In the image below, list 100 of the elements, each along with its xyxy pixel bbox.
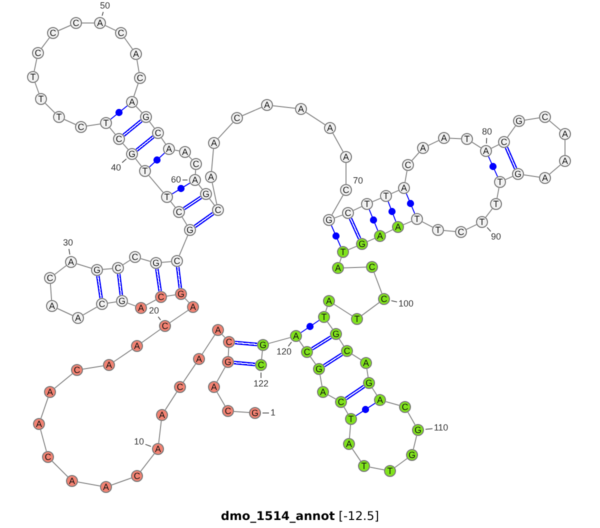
backbone-line [77,482,101,486]
position-number: 60 [171,176,181,184]
diagram-title: dmo_1514_annot [-12.5] [220,509,380,523]
base-letter: C [232,113,242,123]
base-letter: A [394,222,402,232]
base-letter: C [172,256,182,266]
base-letter: C [256,360,266,370]
base-pair-line [330,225,342,247]
backbone-line [306,112,326,126]
base-letter: C [214,205,222,215]
base-letter: G [151,258,160,268]
backbone-line [422,221,434,228]
base-letter: A [194,354,203,364]
position-number: 90 [491,232,501,242]
backbone-line [222,334,226,338]
base-letter: A [180,147,189,157]
backbone-line [361,302,380,316]
backbone-line [228,348,230,356]
base-letter: G [413,425,422,435]
backbone-line [194,170,196,174]
base-pair-line [344,384,366,400]
base-letter: C [400,402,410,412]
backbone-line [212,182,218,205]
base-letter: C [344,208,352,218]
backbone-line [348,246,357,250]
base-letter: T [434,225,442,235]
base-pair-line [172,182,190,194]
base-letter: C [132,471,142,481]
backbone-line [242,106,262,116]
base-letter: A [34,419,43,429]
base-pair-line [323,352,343,368]
base-letter: T [339,247,347,257]
base-letter: G [357,239,366,249]
backbone-line [82,365,104,370]
backbone-line [411,152,420,161]
position-number: 10 [134,438,144,446]
base-letter: A [74,313,82,323]
backbone-line [86,123,101,127]
base-letter: A [206,172,215,182]
backbone-line [107,301,117,304]
backbone-line [403,220,412,226]
base-letter: G [92,265,102,275]
backbone-line [127,302,136,306]
base-letter: T [413,214,421,224]
base-pair-line [116,274,124,296]
base-letter: A [48,301,56,311]
backbone-line [133,83,139,97]
backbone-line [135,158,142,167]
backbone-line [338,338,344,346]
backbone-line [34,58,38,72]
backbone-line [140,258,151,262]
position-number: 122 [253,380,269,388]
base-letter: A [326,123,334,133]
backbone-line [104,25,116,31]
base-letter: A [66,257,75,267]
backbone-line [211,148,214,172]
backbone-line [412,435,418,450]
base-letter: A [560,129,569,139]
base-letter: A [210,382,218,392]
base-letter: A [440,133,448,143]
base-letter: T [496,177,504,187]
backbone-line [166,294,176,297]
backbone-line [182,216,188,226]
backbone-line [34,82,40,94]
base-letter: G [364,378,374,388]
backbone-line [188,156,192,160]
backbone-line [443,230,456,232]
base-letter: C [154,128,162,138]
base-letter: A [362,358,370,368]
backbone-line [40,429,47,452]
base-letter: A [342,152,350,162]
backbone-line [40,397,49,419]
backbone-line [56,308,74,316]
backbone-line [109,127,116,135]
base-letter: C [342,346,352,356]
base-letter: A [164,144,173,154]
base-letter: G [176,289,186,299]
base-letter: C [156,292,166,302]
base-pair-line [388,201,396,222]
backbone-line [41,37,50,49]
backbone-line [44,102,56,114]
base-letter: A [324,296,333,306]
base-letter: A [376,395,384,405]
base-letter: A [296,104,305,114]
backbone-line [366,238,376,242]
backbone-line [124,37,134,50]
base-letter: C [98,299,106,309]
backbone-line [352,448,362,462]
base-letter: A [188,302,197,312]
base-letter: A [128,97,136,107]
base-letter: G [185,225,194,235]
base-letter: C [72,18,80,28]
base-letter: C [224,337,234,347]
base-letter: C [302,347,312,357]
backbone-line [372,388,378,396]
base-letter: A [136,303,145,313]
base-pair-line [368,209,378,231]
backbone-line [504,176,514,180]
base-letter: C [224,406,232,416]
base-letter: T [363,199,371,209]
